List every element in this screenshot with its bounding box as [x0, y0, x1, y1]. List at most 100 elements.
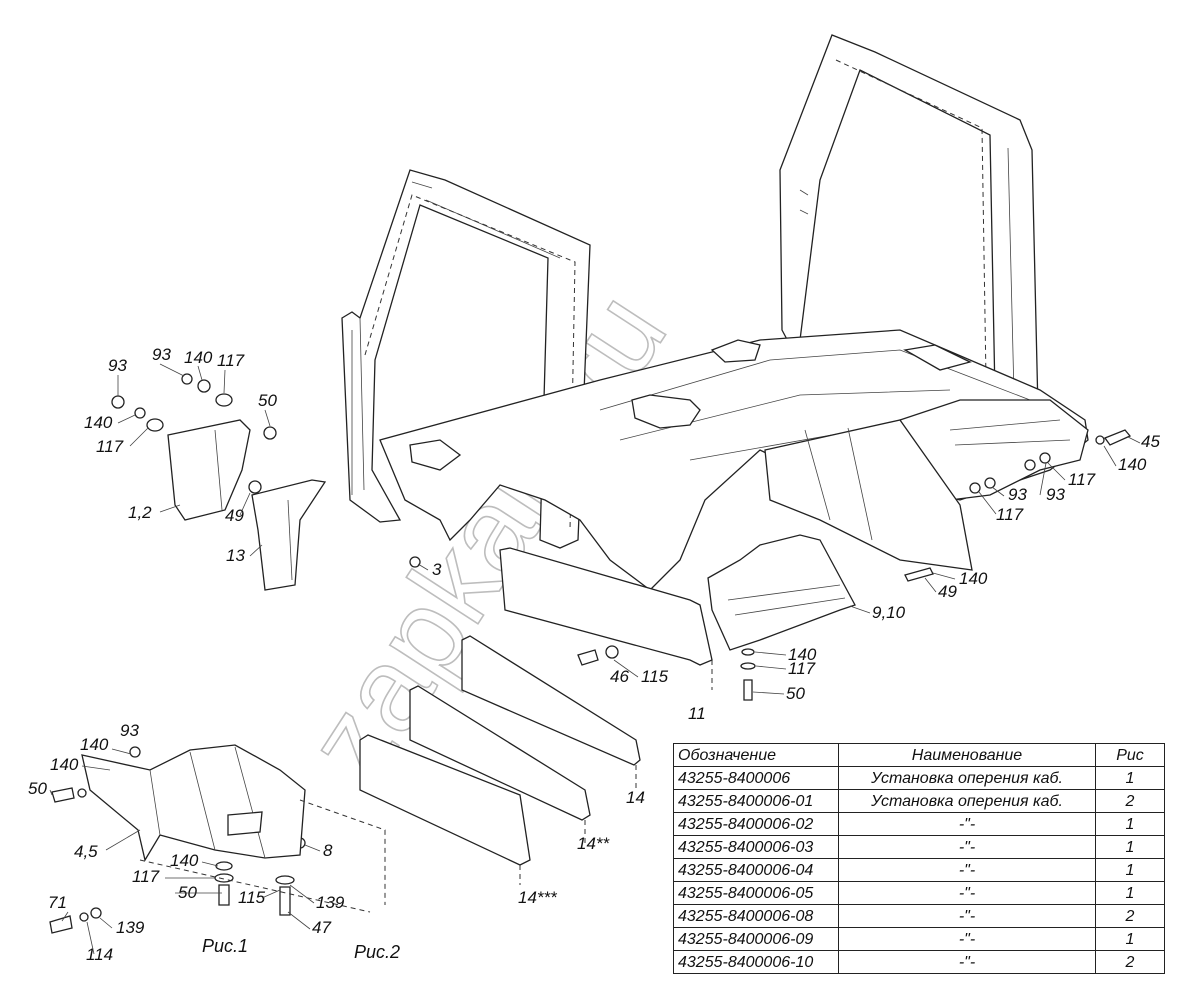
- callout-140: 140: [50, 755, 79, 774]
- cell-designation: 43255-8400006-02: [673, 812, 839, 836]
- cell-name: -"-: [838, 881, 1096, 905]
- callout-49: 49: [225, 506, 244, 525]
- table-row: 43255-8400006-05 -"- 1: [673, 881, 1165, 905]
- table-row: 43255-8400006-09 -"- 1: [673, 927, 1165, 951]
- panel-14-double-star: [409, 685, 591, 845]
- callout-14-triple-star: 14***: [518, 888, 558, 907]
- callout-71: 71: [48, 893, 67, 912]
- leader-lines: [49, 363, 1141, 955]
- callout-13: 13: [226, 546, 245, 565]
- cell-name: -"-: [838, 835, 1096, 859]
- cell-fig: 1: [1095, 927, 1165, 951]
- callout-139: 139: [116, 918, 145, 937]
- header-fig: Рис: [1095, 743, 1165, 767]
- callout-8: 8: [323, 841, 333, 860]
- callout-117: 117: [96, 437, 124, 456]
- callout-93: 93: [108, 356, 127, 375]
- cell-fig: 2: [1095, 904, 1165, 928]
- cell-name: Установка оперения каб.: [838, 766, 1096, 790]
- callout-14: 14: [626, 788, 645, 807]
- parts-table: Обозначение Наименование Рис 43255-84000…: [673, 743, 1165, 974]
- callout-117: 117: [1068, 470, 1096, 489]
- callout-140: 140: [80, 735, 109, 754]
- table-header-row: Обозначение Наименование Рис: [673, 743, 1165, 767]
- panel-9-10: [707, 534, 856, 651]
- callout-14-double-star: 14**: [577, 834, 611, 853]
- cell-name: Установка оперения каб.: [838, 789, 1096, 813]
- callout-93: 93: [120, 721, 139, 740]
- callout-117: 117: [996, 505, 1024, 524]
- cell-designation: 43255-8400006-10: [673, 950, 839, 974]
- callout-93: 93: [1008, 485, 1027, 504]
- callout-115: 115: [641, 667, 669, 686]
- cell-fig: 2: [1095, 789, 1165, 813]
- callout-140: 140: [788, 645, 817, 664]
- callout-50: 50: [178, 883, 197, 902]
- table-row: 43255-8400006-02 -"- 1: [673, 812, 1165, 836]
- callout-9-10: 9,10: [872, 603, 906, 622]
- cell-designation: 43255-8400006-01: [673, 789, 839, 813]
- callout-45: 45: [1141, 432, 1160, 451]
- cell-designation: 43255-8400006-08: [673, 904, 839, 928]
- cell-designation: 43255-8400006-03: [673, 835, 839, 859]
- cell-name: -"-: [838, 927, 1096, 951]
- cell-fig: 2: [1095, 950, 1165, 974]
- callout-93: 93: [152, 345, 171, 364]
- cell-fig: 1: [1095, 812, 1165, 836]
- callout-139: 139: [316, 893, 345, 912]
- callout-140: 140: [184, 348, 213, 367]
- cell-designation: 43255-8400006-09: [673, 927, 839, 951]
- cell-name: -"-: [838, 904, 1096, 928]
- cell-designation: 43255-8400006: [673, 766, 839, 790]
- cell-designation: 43255-8400006-04: [673, 858, 839, 882]
- table-row: 43255-8400006-08 -"- 2: [673, 904, 1165, 928]
- table-row: 43255-8400006 Установка оперения каб. 1: [673, 766, 1165, 790]
- mud-flap-13: [251, 479, 327, 591]
- figure-caption-2: Рис.2: [354, 942, 400, 962]
- callout-50: 50: [786, 684, 805, 703]
- cell-name: -"-: [838, 858, 1096, 882]
- fender-4-5: [81, 744, 386, 913]
- cell-name: -"-: [838, 950, 1096, 974]
- callout-50: 50: [258, 391, 277, 410]
- callout-117: 117: [788, 659, 816, 678]
- callout-140: 140: [84, 413, 113, 432]
- callout-1-2: 1,2: [128, 503, 152, 522]
- callout-50: 50: [28, 779, 47, 798]
- callout-114: 114: [86, 945, 113, 964]
- callout-49: 49: [938, 582, 957, 601]
- callout-47: 47: [312, 918, 331, 937]
- table-row: 43255-8400006-04 -"- 1: [673, 858, 1165, 882]
- callout-140: 140: [170, 851, 199, 870]
- cell-designation: 43255-8400006-05: [673, 881, 839, 905]
- header-designation: Обозначение: [673, 743, 839, 767]
- mud-flap-1-2: [167, 419, 251, 521]
- callout-117: 117: [132, 867, 160, 886]
- panel-14: [461, 635, 641, 790]
- callout-46: 46: [610, 667, 629, 686]
- callouts: 93 93 140 117 140 117 50 1,2 49 13 3 45 …: [28, 345, 1160, 964]
- cell-fig: 1: [1095, 835, 1165, 859]
- callout-115: 115: [238, 888, 266, 907]
- table-row: 43255-8400006-01 Установка оперения каб.…: [673, 789, 1165, 813]
- callout-4-5: 4,5: [74, 842, 98, 861]
- cell-fig: 1: [1095, 881, 1165, 905]
- callout-3: 3: [432, 560, 442, 579]
- table-row: 43255-8400006-10 -"- 2: [673, 950, 1165, 974]
- callout-117: 117: [217, 351, 245, 370]
- header-name: Наименование: [838, 743, 1096, 767]
- table-row: 43255-8400006-03 -"- 1: [673, 835, 1165, 859]
- panel-14-triple-star: [359, 734, 531, 885]
- callout-11: 11: [688, 704, 706, 723]
- cell-name: -"-: [838, 812, 1096, 836]
- callout-93: 93: [1046, 485, 1065, 504]
- panel-11: [499, 547, 713, 690]
- cab-frame: [341, 34, 1089, 591]
- callout-140: 140: [1118, 455, 1147, 474]
- cell-fig: 1: [1095, 858, 1165, 882]
- cell-fig: 1: [1095, 766, 1165, 790]
- figure-caption-1: Рис.1: [202, 936, 248, 956]
- callout-140: 140: [959, 569, 988, 588]
